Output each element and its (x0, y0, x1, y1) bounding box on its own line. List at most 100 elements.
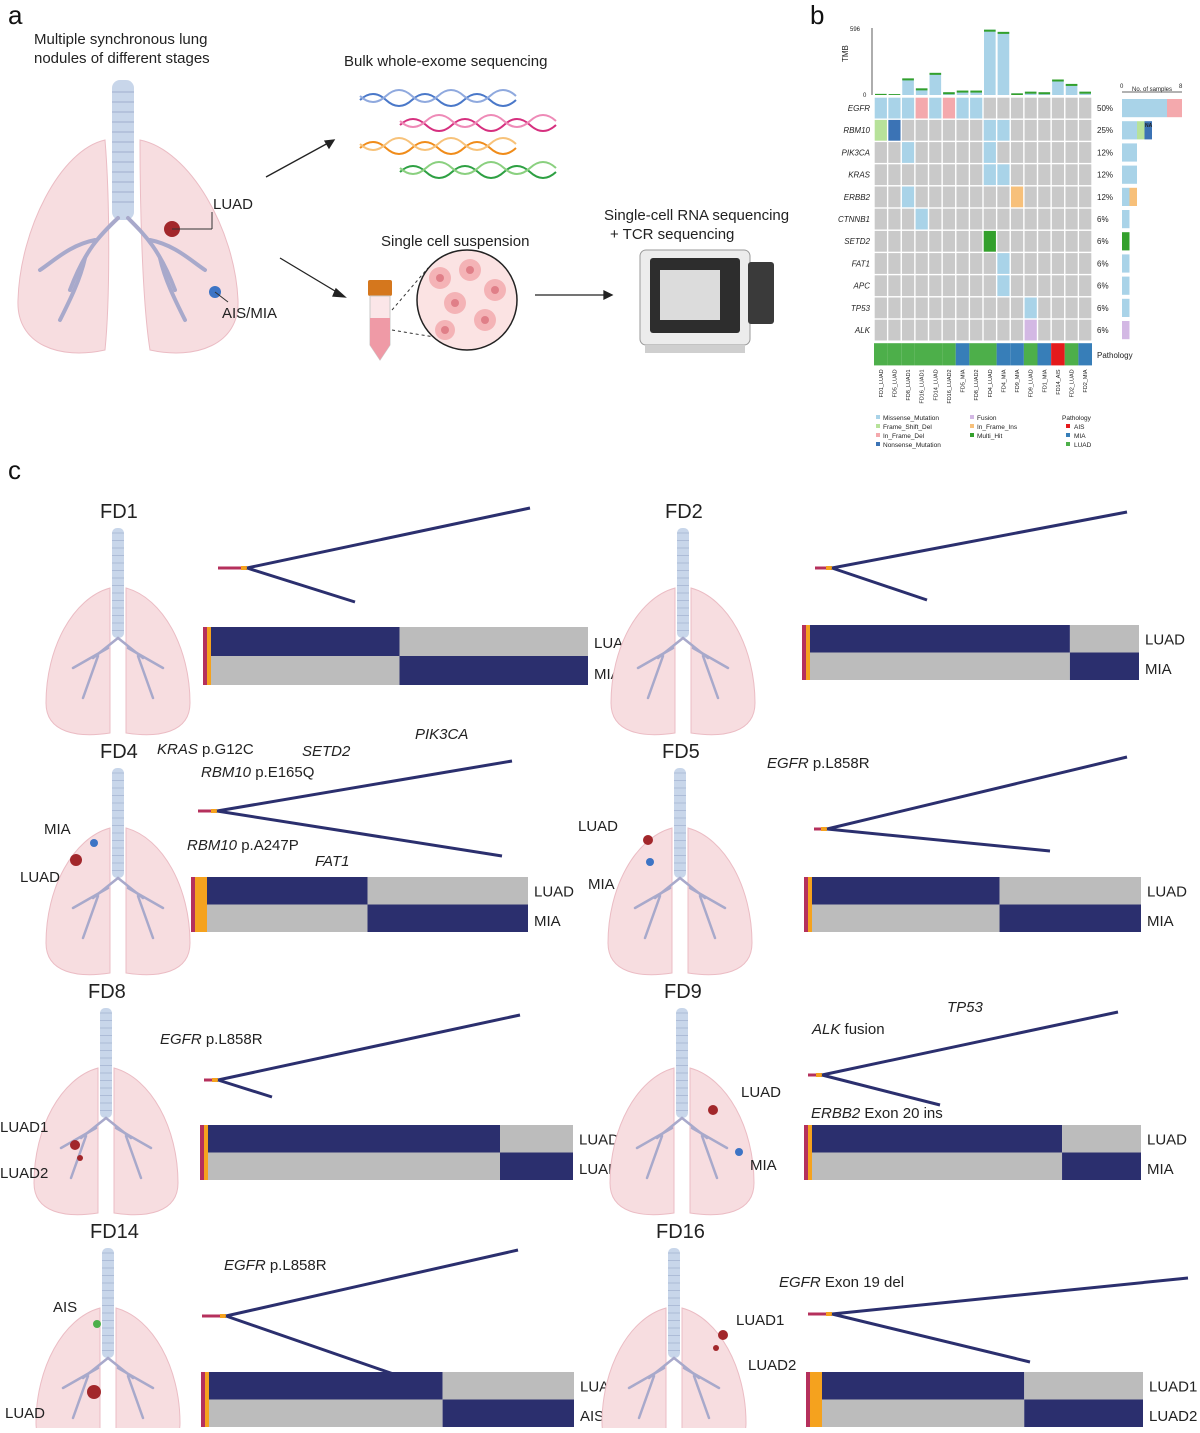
mutation-cell (901, 208, 915, 230)
mutation-cell (983, 253, 996, 274)
bottom-private-bar (1062, 1152, 1141, 1180)
mutation-cell (983, 297, 996, 319)
mutation-cell (929, 208, 942, 230)
mutation-cell (983, 164, 996, 186)
gene-pct: 12% (1097, 193, 1113, 202)
mutation-cell (997, 186, 1010, 208)
mutation-cell (1065, 297, 1078, 319)
mutation-cell (901, 97, 915, 119)
bottom-grey-bar (810, 652, 1070, 680)
trunk-bar (200, 1125, 204, 1180)
pathology-legend-swatch (1066, 433, 1070, 437)
mutation-label: EGFR Exon 19 del (779, 1274, 904, 1291)
mutation-cell (929, 164, 942, 186)
mutation-label: EGFR p.L858R (160, 1031, 263, 1048)
phylogeny-panels: FD1MIALUADEGFR p.L858RRBM10LUADMIAFD2MIA… (0, 25, 1200, 1433)
mutation-change: p.A247P (237, 837, 299, 854)
mutation-cell (1024, 97, 1037, 119)
mutation-label: FAT1 (315, 853, 349, 870)
bronchus-icon (81, 654, 100, 700)
mutation-cell (997, 164, 1010, 186)
shared-bar (204, 1125, 208, 1180)
mutation-cell (1079, 97, 1092, 119)
lower-branch (225, 1314, 406, 1380)
bar-top-label: LUAD (1147, 884, 1187, 901)
shared-bar (205, 1372, 209, 1427)
mutation-cell (929, 186, 942, 208)
pathology-cell (901, 343, 915, 366)
mutation-cell (1051, 230, 1065, 252)
gene-label: CTNNB1 (838, 215, 870, 224)
bronchus-icon (635, 1126, 674, 1150)
top-private-bar (810, 625, 1070, 653)
right-lung-icon (125, 587, 191, 736)
legend-swatch (970, 433, 974, 437)
trunk-bar (806, 1372, 810, 1427)
sample-label: FD2_LUAD (1070, 369, 1076, 397)
lower-branch (216, 809, 503, 858)
sample-label: FD14_LUAD (933, 369, 939, 400)
tmb-bar (970, 90, 982, 95)
nsamples-bar (1122, 121, 1137, 140)
trunk-bar (804, 1125, 808, 1180)
mutation-gene: ALK (811, 1021, 841, 1038)
left-lung-icon (609, 1067, 675, 1216)
bronchus-icon (71, 886, 110, 910)
mutation-cell (997, 208, 1010, 230)
mutation-label: KRAS p.G12C (157, 741, 254, 758)
sample-label: FD9_MIA (1015, 369, 1021, 393)
family-title: FD4 (100, 741, 138, 763)
mutation-cell (956, 164, 969, 186)
mutation-cell (970, 208, 983, 230)
nodule2-icon (735, 1148, 743, 1156)
gene-label: RBM10 (843, 126, 870, 135)
shared-bar (810, 1372, 822, 1427)
mutation-cell (874, 186, 887, 208)
sample-label: FD4_MIA (1001, 369, 1007, 393)
shared-bar (808, 877, 812, 932)
top-grey-bar (1024, 1372, 1143, 1400)
pathology-cell (1051, 343, 1065, 366)
pathology-cell (1010, 343, 1024, 366)
upper-branch (831, 1276, 1189, 1316)
mutation-label: EGFR p.L858R (224, 1257, 327, 1274)
bronchus-icon (126, 886, 165, 910)
mutation-label: PIK3CA (415, 726, 468, 743)
mutation-cell (983, 97, 996, 119)
lower-branch (826, 827, 1051, 853)
mutation-cell (915, 97, 928, 119)
left-lung-icon (45, 827, 111, 976)
upper-branch (225, 1248, 519, 1318)
gene-label: ERBB2 (844, 193, 871, 202)
nodule1-label: LUAD1 (0, 1119, 48, 1136)
top-grey-bar (399, 627, 588, 656)
trunk-bar (802, 625, 806, 680)
nsamples-bar (1167, 99, 1182, 118)
nodule1-icon (643, 835, 653, 845)
right-lung-icon (690, 587, 756, 736)
mutation-cell (1038, 142, 1051, 163)
mutation-cell (1038, 186, 1051, 208)
mutation-cell (1051, 319, 1065, 341)
nodule1-label: LUAD1 (736, 1312, 784, 1329)
panel-a-illustration (17, 80, 774, 361)
mutation-cell (874, 142, 887, 163)
bar-bottom-label: LUAD2 (1149, 1408, 1197, 1425)
mutation-cell (997, 253, 1010, 274)
bar-top-label: LUAD1 (1149, 1379, 1197, 1396)
mutation-cell (1079, 253, 1092, 274)
mutation-cell (997, 97, 1010, 119)
mutation-cell (942, 186, 956, 208)
mutation-gene: RBM10 (201, 764, 252, 781)
bronchus-icon (61, 1366, 100, 1390)
bulk-wes-title: Bulk whole-exome sequencing (344, 53, 548, 70)
nodule2-icon (70, 854, 82, 866)
bottom-grey-bar (211, 656, 400, 685)
tmb-bar-cap (1065, 83, 1078, 86)
bar-bottom-label: MIA (534, 913, 561, 930)
gene-label: SETD2 (844, 237, 870, 246)
mutation-cell (1024, 253, 1037, 274)
mutation-change: fusion (840, 1021, 884, 1038)
sample-tube-icon (368, 280, 392, 361)
